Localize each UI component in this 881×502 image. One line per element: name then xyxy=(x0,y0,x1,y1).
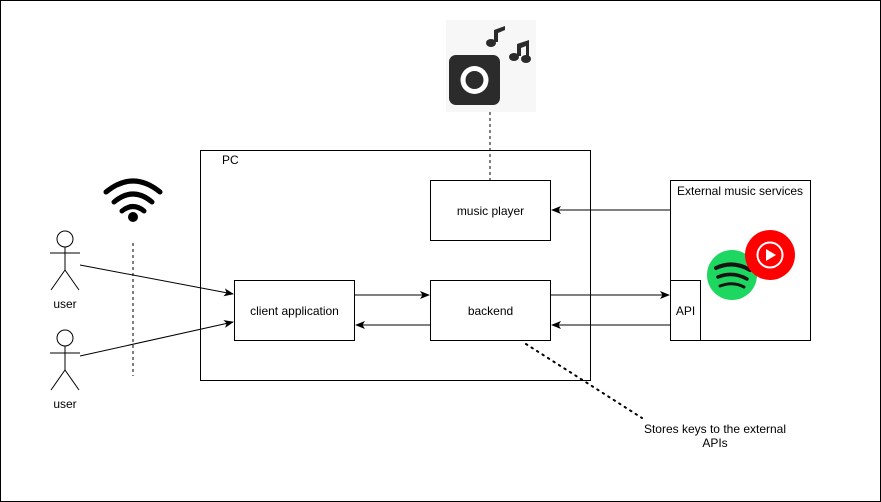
spotify-icon xyxy=(707,250,757,300)
user-label-1: user xyxy=(53,297,76,311)
dotted-note-connector xyxy=(525,343,643,419)
backend-box: backend xyxy=(430,280,551,341)
user-actor-1 xyxy=(50,230,80,291)
arrow-user2-to-client xyxy=(79,320,234,357)
speaker-music-icon xyxy=(446,20,536,112)
arrow-user1-to-client xyxy=(79,264,234,297)
youtube-music-icon xyxy=(745,230,795,280)
pc-label: PC xyxy=(222,153,239,167)
music-player-box: music player xyxy=(430,180,551,241)
client-application-box: client application xyxy=(234,280,355,341)
user-label-2: user xyxy=(53,397,76,411)
user-actor-2 xyxy=(50,329,80,391)
note-line-2: APIs xyxy=(702,436,727,450)
note-line-1: Stores keys to the external xyxy=(644,422,786,436)
api-box: API xyxy=(670,280,701,341)
wifi-icon xyxy=(103,178,163,222)
external-services-label: External music services xyxy=(677,184,804,198)
